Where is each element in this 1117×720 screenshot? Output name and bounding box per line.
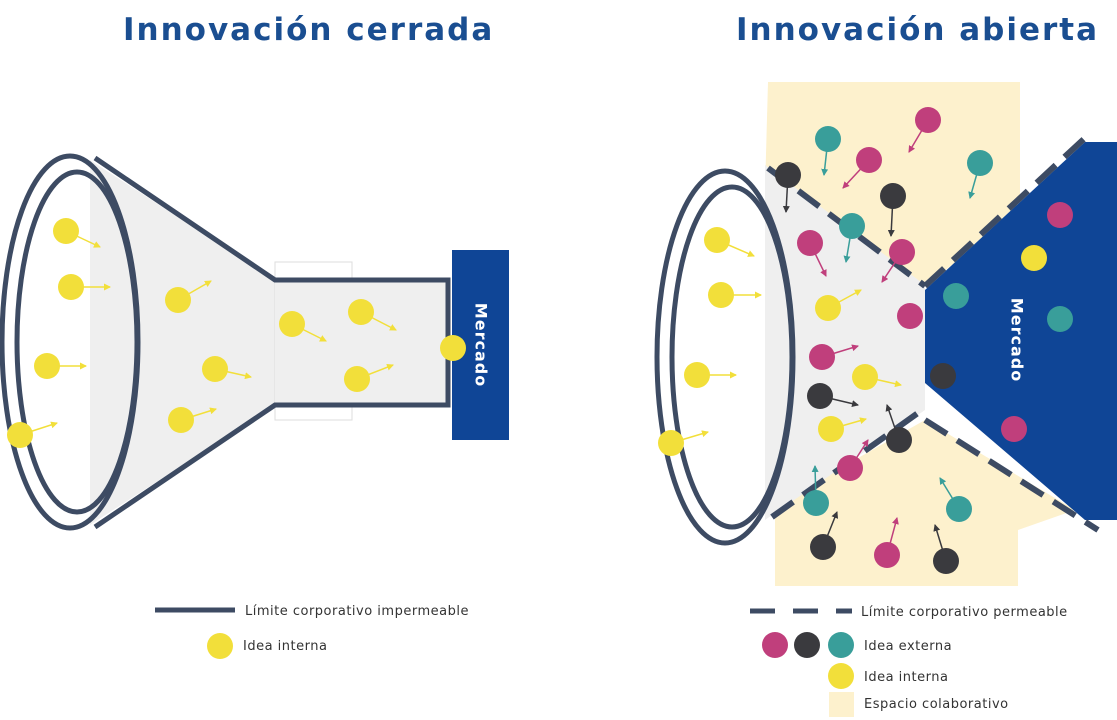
market-block-open: [925, 142, 1117, 520]
closed-innovation-title: Innovación cerrada: [123, 12, 495, 48]
closed-funnel: Mercado: [0, 153, 509, 531]
market-label-open: Mercado: [1008, 298, 1027, 382]
open-ideas: [658, 107, 1073, 574]
legend-external-idea-label: Idea externa: [864, 639, 952, 654]
closed-legend: Límite corporativo impermeable Idea inte…: [155, 604, 469, 659]
legend-permeable-label: Límite corporativo permeable: [861, 605, 1068, 620]
legend-collab-space-label: Espacio colaborativo: [864, 697, 1009, 712]
legend-internal-idea-label: Idea interna: [864, 670, 948, 685]
legend-closed-idea-label: Idea interna: [243, 639, 327, 654]
open-legend: Límite corporativo permeable Idea extern…: [750, 605, 1068, 717]
market-label-closed: Mercado: [472, 303, 491, 387]
open-innovation-title: Innovación abierta: [736, 12, 1100, 48]
closed-internal-ideas: [7, 218, 466, 448]
legend-impermeable-label: Límite corporativo impermeable: [245, 604, 469, 619]
